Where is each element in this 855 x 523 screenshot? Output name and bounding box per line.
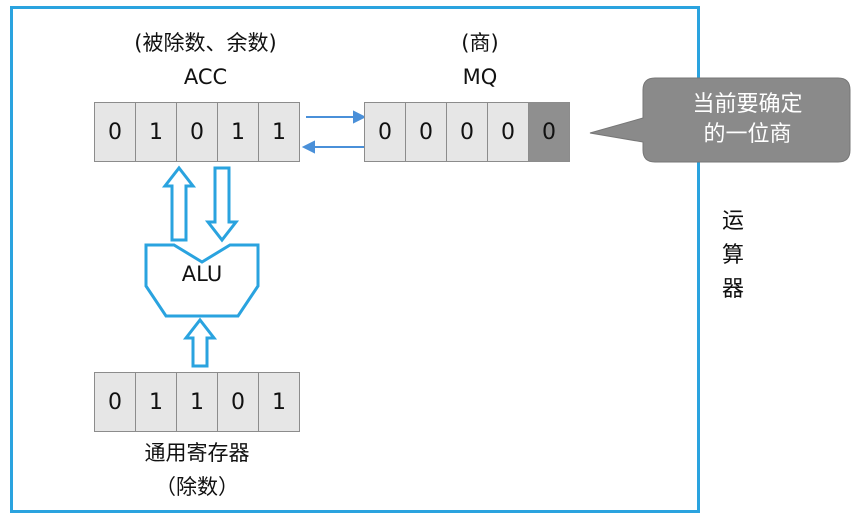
- acc-bit: 0: [176, 102, 218, 162]
- mq-name-caption: MQ: [462, 65, 498, 89]
- unit-label-char: 算: [721, 243, 744, 268]
- mq-bit: 0: [487, 102, 529, 162]
- acc-role-caption: (被除数、余数): [134, 31, 277, 55]
- gpr-name-caption: 通用寄存器: [144, 441, 250, 465]
- acc-mq-connectors: [301, 110, 367, 154]
- alu-label: ALU: [181, 262, 223, 286]
- arithmetic-unit-frame: [10, 6, 700, 513]
- callout-text: 当前要确定 的一位商: [645, 78, 850, 162]
- gpr-bit: 1: [258, 372, 300, 432]
- gpr-bit: 1: [176, 372, 218, 432]
- gpr-bit: 1: [135, 372, 177, 432]
- gpr-register: 0 1 1 0 1: [94, 372, 300, 432]
- acc-bit: 0: [94, 102, 136, 162]
- mq-current-bit: 0: [528, 102, 570, 162]
- unit-label-char: 运: [721, 209, 744, 234]
- mq-bit: 0: [364, 102, 406, 162]
- gpr-bit: 0: [217, 372, 259, 432]
- gpr-to-alu-arrow: [182, 317, 218, 368]
- acc-to-alu-arrow: [204, 166, 240, 243]
- mq-bit: 0: [446, 102, 488, 162]
- alu-shape: [144, 243, 260, 318]
- acc-bit: 1: [217, 102, 259, 162]
- acc-register: 0 1 0 1 1: [94, 102, 300, 162]
- acc-name-caption: ACC: [183, 65, 228, 89]
- gpr-bit: 0: [94, 372, 136, 432]
- gpr-role-caption: （除数）: [155, 475, 239, 499]
- mq-role-caption: (商): [461, 31, 499, 55]
- alu-to-acc-arrow: [161, 165, 197, 242]
- callout-bubble: [589, 77, 851, 163]
- mq-register: 0 0 0 0 0: [364, 102, 570, 162]
- acc-bit: 1: [258, 102, 300, 162]
- unit-label-char: 器: [721, 277, 744, 302]
- mq-bit: 0: [405, 102, 447, 162]
- acc-bit: 1: [135, 102, 177, 162]
- callout-line-1: 当前要确定: [692, 92, 803, 117]
- callout-line-2: 的一位商: [703, 122, 792, 147]
